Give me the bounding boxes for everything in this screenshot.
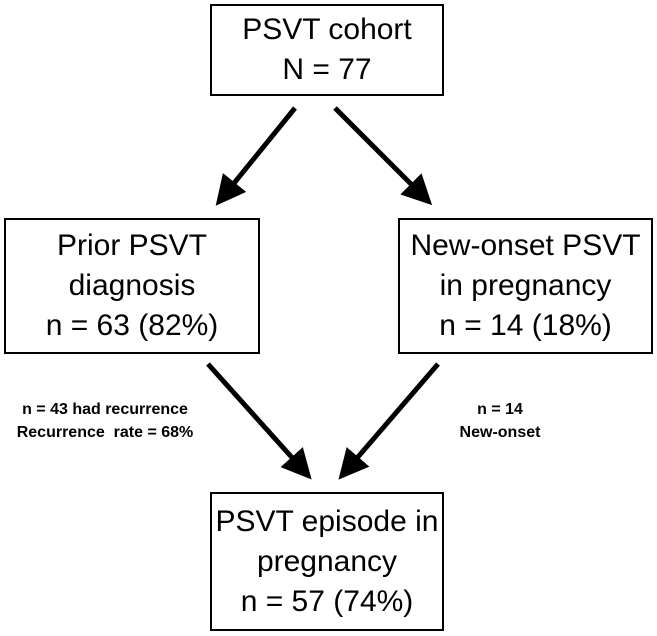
arrow-prior-to-episode xyxy=(206,362,312,480)
box-episode-count: n = 57 (74%) xyxy=(240,584,414,618)
arrow-cohort-to-new xyxy=(333,106,433,206)
box-psvt-episode-in-pregnancy: PSVT episode in pregnancy n = 57 (74%) xyxy=(210,492,444,631)
box-prior-line1: Prior PSVT xyxy=(56,229,208,262)
label-recurrence: n = 43 had recurrence Recurrence rate = … xyxy=(0,398,210,444)
box-cohort-count: N = 77 xyxy=(282,53,372,86)
box-new-onset-psvt: New-onset PSVT in pregnancy n = 14 (18%) xyxy=(398,218,653,354)
box-new-count: n = 14 (18%) xyxy=(439,309,612,342)
label-recurrence-rate: Recurrence rate = 68% xyxy=(16,424,194,441)
arrow-new-to-episode xyxy=(338,362,440,480)
label-recurrence-count: n = 43 had recurrence xyxy=(22,401,188,418)
box-psvt-cohort: PSVT cohort N = 77 xyxy=(210,4,444,96)
box-prior-line2: diagnosis xyxy=(68,269,196,302)
box-cohort-title: PSVT cohort xyxy=(242,13,412,46)
label-new-onset: n = 14 New-onset xyxy=(440,398,560,444)
arrow-cohort-to-prior xyxy=(215,106,297,206)
box-episode-line1: PSVT episode in xyxy=(215,504,439,538)
box-new-line1: New-onset PSVT xyxy=(410,229,641,262)
label-new-onset-count: n = 14 xyxy=(477,401,523,418)
box-prior-count: n = 63 (82%) xyxy=(45,309,219,342)
label-new-onset-text: New-onset xyxy=(459,424,541,441)
box-episode-line2: pregnancy xyxy=(256,544,398,578)
box-prior-psvt-diagnosis: Prior PSVT diagnosis n = 63 (82%) xyxy=(4,218,260,354)
box-new-line2: in pregnancy xyxy=(439,269,612,302)
